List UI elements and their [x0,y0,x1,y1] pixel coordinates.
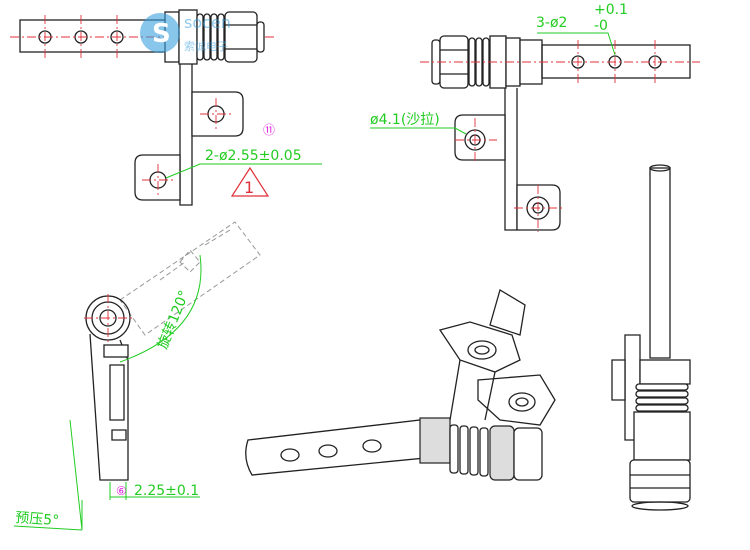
top-left-view: ⑪ 2-ø2.55±0.05 1 [10,9,322,206]
right-tab [516,184,561,231]
shaft [541,44,691,79]
shaft [649,167,671,359]
side-view: 旋转120° ⑥ 2.25±0.1 预压5° [13,221,261,531]
lower-tab [134,154,181,201]
nut [629,459,691,503]
watermark-company: 索诚电子 [184,39,228,53]
shaft-hole [110,30,124,44]
watermark-logo: S socen 索诚电子 [140,13,231,53]
watermark-brand: socen [184,13,231,32]
shaft-holes-dimension: 3-ø2 [536,15,567,31]
preload-label: 预压5° [15,510,60,529]
tolerance-lower: -0 [594,18,608,34]
svg-text:S: S [152,19,171,49]
thickness-dimension: 2.25±0.1 [134,483,199,499]
callout-11: ⑪ [263,123,275,137]
hole-dimension-label: 2-ø2.55±0.05 [205,148,302,164]
revision-number: 1 [244,178,254,197]
rotation-label: 旋转120° [155,288,193,351]
rotation-arc [119,254,202,363]
tolerance-upper: +0.1 [594,2,628,18]
callout-6: ⑥ [116,484,127,498]
right-view [611,164,691,511]
isometric-view [245,289,556,481]
top-right-view: 3-ø2 +0.1 -0 ø4.1(沙拉) [370,2,700,232]
hole-dimension-label: ø4.1(沙拉) [370,112,440,128]
nut [513,427,543,481]
revision-triangle [230,166,270,197]
